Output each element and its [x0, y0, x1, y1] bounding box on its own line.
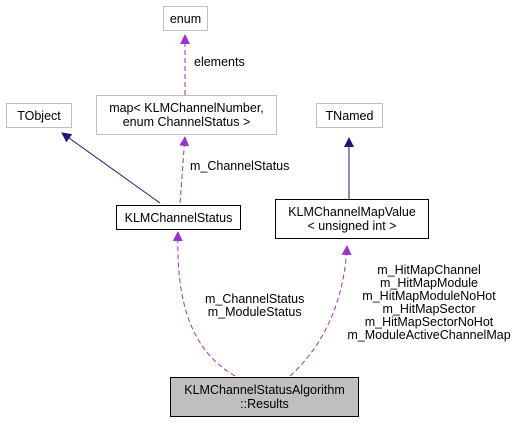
- node-results-line1: KLMChannelStatusAlgorithm: [184, 383, 345, 397]
- edge-mapvalue-to-results: [289, 245, 352, 377]
- edge-status-to-results: [172, 231, 236, 377]
- node-enum[interactable]: enum: [163, 6, 208, 31]
- edge-m-channelstatus-map: [179, 136, 190, 204]
- node-klmchannelstatus-label: KLMChannelStatus: [124, 210, 233, 225]
- edge-tobject-inheritance: [61, 132, 161, 204]
- node-map[interactable]: map< KLMChannelNumber, enum ChannelStatu…: [96, 95, 277, 135]
- node-tobject-label: TObject: [17, 108, 61, 123]
- node-results-line2: ::Results: [240, 397, 289, 411]
- node-klmchannelstatus[interactable]: KLMChannelStatus: [116, 205, 241, 230]
- edge-label-status-line1: m_ChannelStatus: [205, 292, 305, 306]
- edge-label-mapvalue-line3: m_HitMapModuleNoHot: [362, 289, 496, 303]
- node-tnamed[interactable]: TNamed: [316, 103, 383, 128]
- edge-label-mapvalue-to-results: m_HitMapChannel m_HitMapModule m_HitMapM…: [343, 264, 515, 342]
- node-tobject[interactable]: TObject: [6, 103, 72, 128]
- edge-label-mapvalue-line6: m_ModuleActiveChannelMap: [347, 328, 511, 342]
- node-klmchannelmapvalue-line2: < unsigned int >: [307, 219, 397, 233]
- node-enum-label: enum: [169, 11, 202, 26]
- edge-label-status-to-results: m_ChannelStatus m_ModuleStatus: [205, 293, 304, 319]
- edge-label-mapvalue-line5: m_HitMapSectorNoHot: [364, 315, 494, 329]
- edge-label-mapvalue-line4: m_HitMapSector: [382, 302, 476, 316]
- edge-label-mapvalue-line1: m_HitMapChannel: [377, 263, 481, 277]
- node-klmchannelmapvalue-line1: KLMChannelMapValue: [288, 205, 416, 219]
- node-map-line1: map< KLMChannelNumber,: [109, 101, 264, 115]
- node-klmchannelmapvalue[interactable]: KLMChannelMapValue < unsigned int >: [275, 199, 429, 239]
- node-tnamed-label: TNamed: [325, 108, 374, 123]
- node-map-line2: enum ChannelStatus >: [122, 115, 251, 129]
- edge-label-mapvalue-line2: m_HitMapModule: [380, 276, 478, 290]
- node-results[interactable]: KLMChannelStatusAlgorithm ::Results: [170, 377, 359, 417]
- edge-label-status-line2: m_ModuleStatus: [207, 305, 302, 319]
- edge-label-m-channelstatus-map: m_ChannelStatus: [190, 159, 290, 173]
- edge-label-elements: elements: [194, 55, 245, 69]
